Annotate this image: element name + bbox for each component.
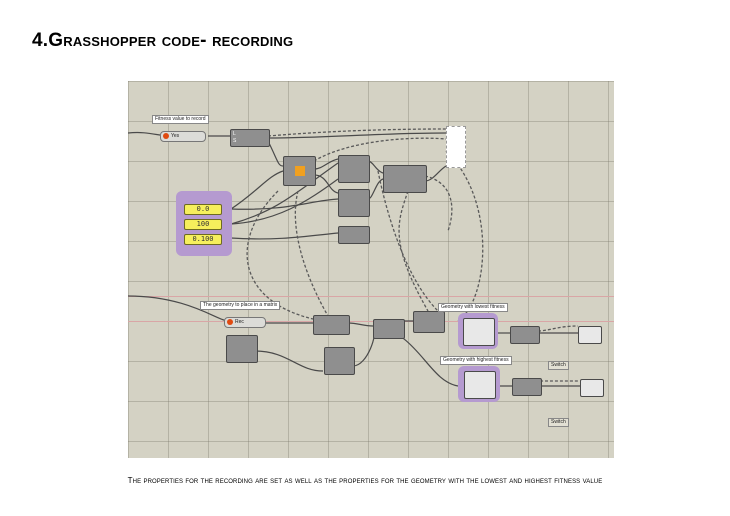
component-record[interactable]: L S <box>230 129 270 147</box>
geometry-label: The geometry to place in a matrix <box>200 301 281 310</box>
component-custom-preview-low[interactable] <box>578 326 602 344</box>
component-highest-geo[interactable] <box>464 371 496 399</box>
page-title: 4.Grasshopper code- recording <box>32 30 294 51</box>
canvas-guide-line <box>128 321 614 322</box>
component-deconstruct-b[interactable] <box>338 189 370 217</box>
highest-label: Geometry with highest fitness <box>440 356 512 365</box>
output-panel[interactable] <box>446 126 466 168</box>
rec-toggle[interactable]: Rec <box>224 317 266 328</box>
component-list[interactable] <box>413 311 445 333</box>
component-deconstruct-a[interactable] <box>338 155 370 183</box>
component-record-geo[interactable] <box>313 315 350 335</box>
record-toggle[interactable]: Yes <box>160 131 206 142</box>
component-lowest-geo[interactable] <box>463 318 495 346</box>
slider-a[interactable]: 0.0 <box>184 204 222 215</box>
component-custom-preview-high[interactable] <box>580 379 604 397</box>
toggle-dot-icon <box>163 133 169 139</box>
slider-b[interactable]: 100 <box>184 219 222 230</box>
canvas-guide-line <box>128 296 614 297</box>
component-point[interactable] <box>226 335 258 363</box>
construct-icon <box>295 166 305 176</box>
component-construct[interactable] <box>283 156 316 186</box>
fitness-label: Fitness value to record <box>152 115 209 124</box>
page-caption: The properties for the recording are set… <box>127 476 603 485</box>
lowest-label: Geometry with lowest fitness <box>438 303 508 312</box>
switch-low[interactable]: Switch <box>548 361 569 370</box>
toggle-dot-icon <box>227 319 233 325</box>
component-sort[interactable] <box>373 319 405 339</box>
grasshopper-canvas[interactable]: Fitness value to record Yes L S 0.0 100 … <box>128 81 614 458</box>
component-preview-high[interactable] <box>512 378 542 396</box>
slider-c[interactable]: 0.100 <box>184 234 222 245</box>
component-series[interactable] <box>383 165 427 193</box>
component-preview-low[interactable] <box>510 326 540 344</box>
component-move[interactable] <box>324 347 355 375</box>
component-merge[interactable] <box>338 226 370 244</box>
switch-high[interactable]: Switch <box>548 418 569 427</box>
